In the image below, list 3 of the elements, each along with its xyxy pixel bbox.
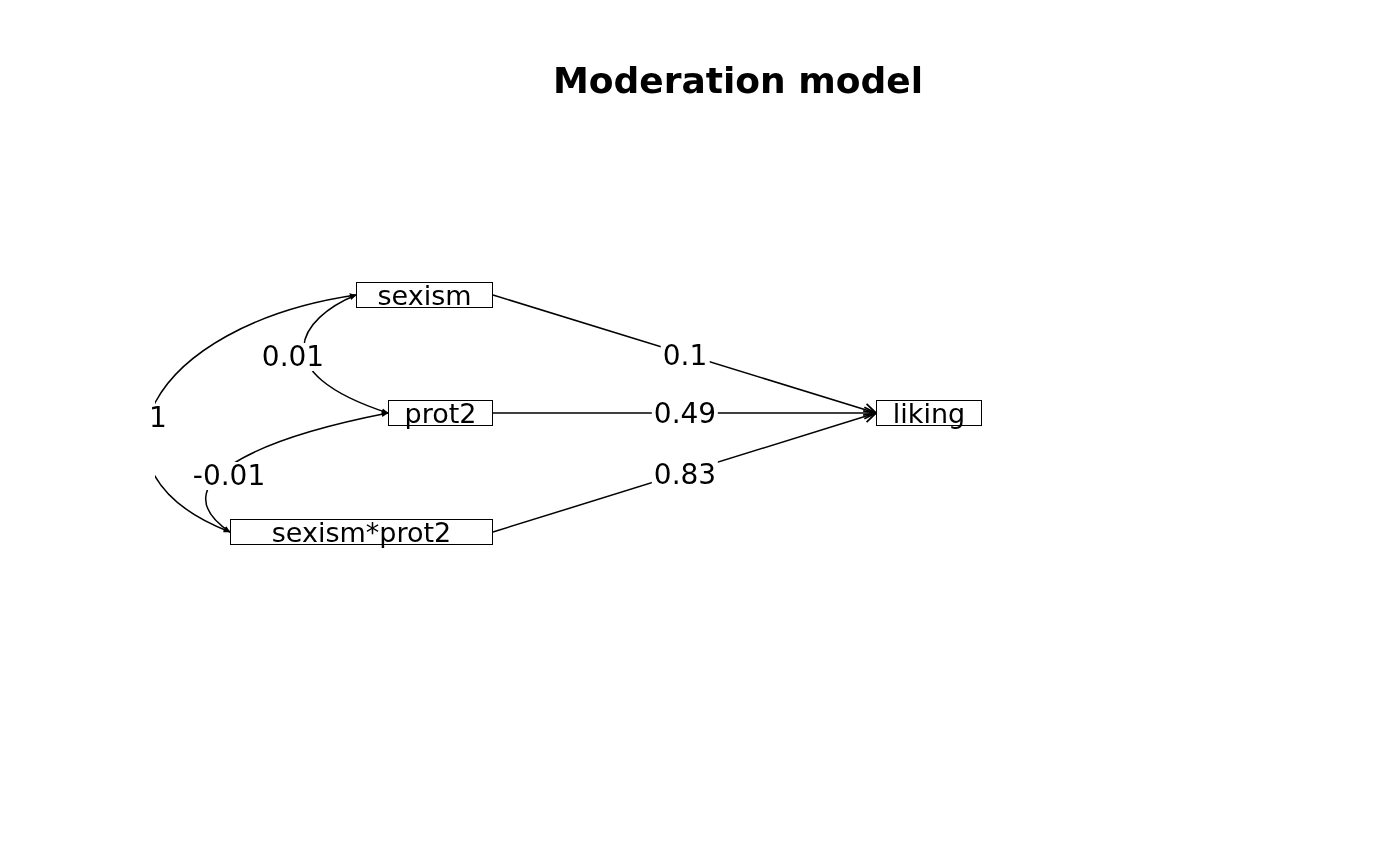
arrow [155, 293, 357, 533]
variable-box: sexism [356, 282, 493, 308]
chart-title: Moderation model [552, 59, 924, 103]
